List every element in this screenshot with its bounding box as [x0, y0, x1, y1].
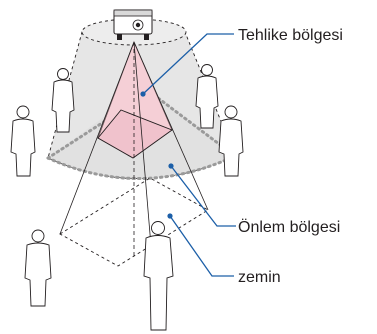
floor-label: zemin [238, 269, 281, 286]
person-icon [25, 230, 51, 306]
person-icon [11, 106, 35, 176]
caution-zone-label: Önlem bölgesi [238, 218, 340, 236]
person-icon [144, 222, 173, 331]
person-icon [219, 106, 243, 176]
floor-callout [170, 216, 234, 276]
danger-zone-label: Tehlike bölgesi [238, 27, 343, 44]
